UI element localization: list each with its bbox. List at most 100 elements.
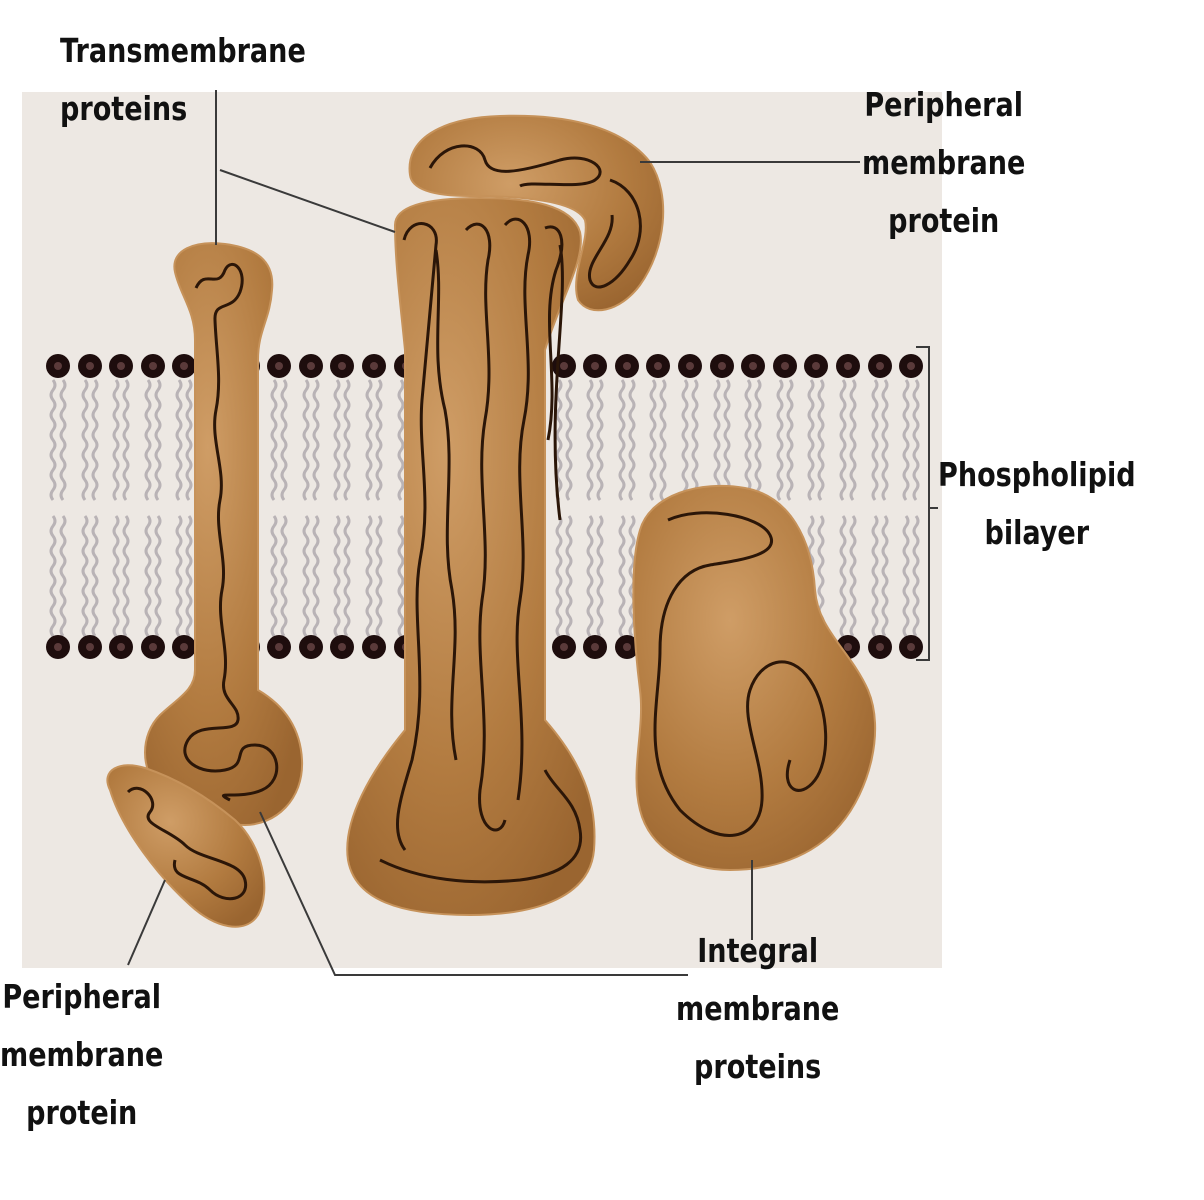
lipid-head-center: [560, 362, 568, 370]
lipid-head-center: [54, 643, 62, 651]
lipid-tail: [881, 515, 889, 637]
lipid-tail: [122, 379, 130, 501]
lipid-tail: [81, 515, 89, 637]
lipid-tail: [754, 379, 762, 501]
lipid-head-center: [307, 362, 315, 370]
lipid-tail: [565, 515, 573, 637]
lipid-head-center: [812, 362, 820, 370]
lipid-tail: [881, 379, 889, 501]
lipid-head-center: [876, 362, 884, 370]
lipid-tail: [681, 379, 689, 501]
lipid-head-center: [149, 362, 157, 370]
label-peripheral-membrane-protein-top: Peripheral membrane protein: [862, 76, 1025, 250]
lipid-head-center: [275, 643, 283, 651]
lipid-tail: [270, 379, 278, 501]
label-line: Integral: [697, 931, 819, 970]
leader-integral-1: [259, 811, 688, 976]
leader-lines: [127, 90, 860, 976]
lipid-tail: [59, 379, 67, 501]
lipid-head-center: [781, 362, 789, 370]
lipid-tail: [649, 379, 657, 501]
lipid-tail: [144, 379, 152, 501]
label-line: Peripheral: [864, 85, 1024, 124]
lipid-tail: [365, 515, 373, 637]
lipid-tail: [397, 515, 405, 637]
lipid-tail: [185, 379, 193, 501]
lipid-tail: [312, 379, 320, 501]
lipid-tail: [154, 515, 162, 637]
label-line: Phospholipid: [938, 455, 1136, 494]
lipid-tail: [912, 379, 920, 501]
lipid-head-center: [718, 362, 726, 370]
lipid-tail: [112, 515, 120, 637]
lipid-tail: [596, 379, 604, 501]
lipid-tail: [333, 379, 341, 501]
label-line: protein: [888, 201, 1000, 240]
lipid-tail: [902, 379, 910, 501]
lipid-head-center: [149, 643, 157, 651]
lipid-head-center: [623, 643, 631, 651]
lipid-tail: [365, 379, 373, 501]
lipid-tail: [565, 379, 573, 501]
lipid-tail: [49, 379, 57, 501]
lipid-tail: [871, 515, 879, 637]
lipid-head-center: [117, 362, 125, 370]
lipid-tail: [112, 379, 120, 501]
label-integral-membrane-proteins: Integral membrane proteins: [676, 922, 839, 1096]
lipid-tail: [744, 379, 752, 501]
label-line: proteins: [60, 89, 188, 128]
lipid-tail: [555, 379, 563, 501]
lipid-head-center: [623, 362, 631, 370]
lipid-head-center: [844, 362, 852, 370]
label-line: membrane: [676, 989, 840, 1028]
lipid-tail: [628, 379, 636, 501]
lipid-head-center: [591, 643, 599, 651]
lipid-head-center: [338, 362, 346, 370]
lipid-tail: [618, 379, 626, 501]
lipid-head-center: [907, 362, 915, 370]
lipid-tail: [91, 379, 99, 501]
lipid-tail: [81, 379, 89, 501]
lipid-tail: [302, 515, 310, 637]
lipid-tail: [807, 379, 815, 501]
peripheral-protein-top: [408, 114, 665, 312]
label-line: protein: [26, 1093, 138, 1132]
lipid-head-center: [86, 362, 94, 370]
lipid-tail: [122, 515, 130, 637]
lipid-tail: [91, 515, 99, 637]
lipid-tail: [375, 515, 383, 637]
lipid-head-center: [876, 643, 884, 651]
lipid-tail: [691, 379, 699, 501]
lipid-head-center: [117, 643, 125, 651]
lipid-tail: [302, 379, 310, 501]
label-line: membrane: [0, 1035, 164, 1074]
lipid-tail: [343, 515, 351, 637]
lipid-head-center: [338, 643, 346, 651]
lipid-tail: [333, 515, 341, 637]
lipid-tail: [839, 515, 847, 637]
lipid-tail: [375, 379, 383, 501]
lipid-head-center: [275, 362, 283, 370]
lipid-tail: [185, 515, 193, 637]
lipid-head-center: [654, 362, 662, 370]
lipid-head-center: [560, 643, 568, 651]
lipid-head-center: [907, 643, 915, 651]
bilayer-bracket: [916, 346, 938, 661]
lipid-tail: [280, 379, 288, 501]
lipid-tail: [786, 379, 794, 501]
lipid-tail: [555, 515, 563, 637]
label-line: membrane: [862, 143, 1026, 182]
label-line: Transmembrane: [60, 31, 306, 70]
lipid-head-center: [844, 643, 852, 651]
label-transmembrane-proteins: Transmembrane proteins: [60, 22, 306, 138]
integral-protein-right: [632, 484, 877, 872]
lipid-tail: [586, 515, 594, 637]
lipid-tail: [871, 379, 879, 501]
lipid-tail: [713, 379, 721, 501]
label-line: bilayer: [984, 513, 1090, 552]
lipid-tail: [343, 379, 351, 501]
lipid-tail: [312, 515, 320, 637]
leader-peripheral-bottom: [127, 879, 166, 966]
lipid-tail: [902, 515, 910, 637]
